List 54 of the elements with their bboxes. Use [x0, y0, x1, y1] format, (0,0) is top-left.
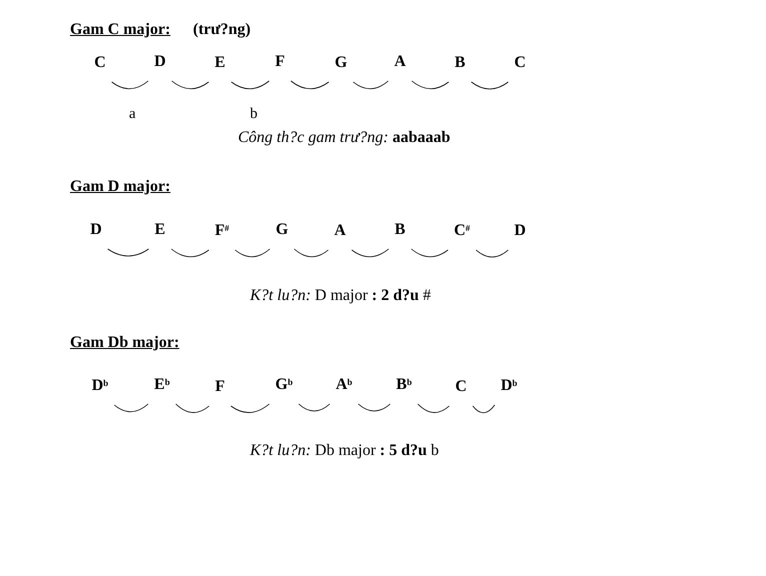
note-name: E$^{b}$ [148, 376, 176, 404]
tie-arc [298, 404, 330, 412]
tie-arc [476, 250, 509, 258]
note-name: E [148, 221, 172, 249]
note-name: D [148, 53, 172, 81]
formula-text: Công th?c gam trư?ng: aabaaab [238, 128, 450, 148]
note-name: C [449, 378, 473, 406]
note-name: A [388, 53, 412, 81]
note-name: F$^{#}$ [208, 222, 236, 250]
note-name: D$^{b}$ [494, 377, 524, 405]
tie-arc [111, 80, 149, 90]
note-name: G [270, 221, 294, 249]
note-name: F [269, 53, 291, 81]
interval-label: a [129, 105, 136, 124]
note-name: B [448, 54, 472, 82]
tie-arc [470, 82, 509, 90]
tie-arc [114, 404, 149, 412]
tie-arc [352, 80, 389, 90]
formula-text: K?t lu?n: D major : 2 d?u # [250, 286, 431, 306]
note-name: D [508, 222, 532, 250]
tie-arc [175, 404, 210, 413]
interval-label: b [250, 105, 258, 124]
tie-arc [351, 248, 390, 258]
tie-arc [472, 404, 496, 414]
section-heading: Gam D major: [70, 177, 170, 197]
note-name: G [328, 54, 354, 82]
note-name: C$^{#}$ [448, 222, 476, 250]
tie-arc [294, 248, 329, 258]
heading-note: (trư?ng) [193, 20, 251, 40]
note-name: D$^{b}$ [86, 377, 114, 405]
note-name: F [209, 378, 231, 406]
tie-arc [410, 248, 448, 258]
tie-arc [234, 248, 270, 258]
note-name: A [328, 222, 352, 250]
tie-arc [107, 248, 150, 256]
tie-arc [230, 404, 270, 413]
tie-arc [171, 80, 210, 90]
note-name: C [88, 54, 112, 82]
tie-arc [358, 404, 391, 412]
section-heading: Gam C major: [70, 20, 170, 40]
note-name: B$^{b}$ [390, 376, 418, 404]
formula-text: K?t lu?n: Db major : 5 d?u b [250, 441, 439, 461]
note-name: D [84, 221, 108, 249]
tie-arc [411, 80, 450, 90]
note-name: A$^{b}$ [330, 376, 358, 404]
tie-arc [230, 80, 270, 90]
tie-arc [290, 80, 330, 90]
section-heading: Gam Db major: [70, 333, 180, 353]
note-name: B [388, 221, 412, 249]
note-name: C [508, 54, 532, 82]
note-name: G$^{b}$ [269, 376, 299, 404]
tie-arc [417, 404, 450, 413]
note-name: E [208, 54, 232, 82]
tie-arc [170, 248, 210, 258]
